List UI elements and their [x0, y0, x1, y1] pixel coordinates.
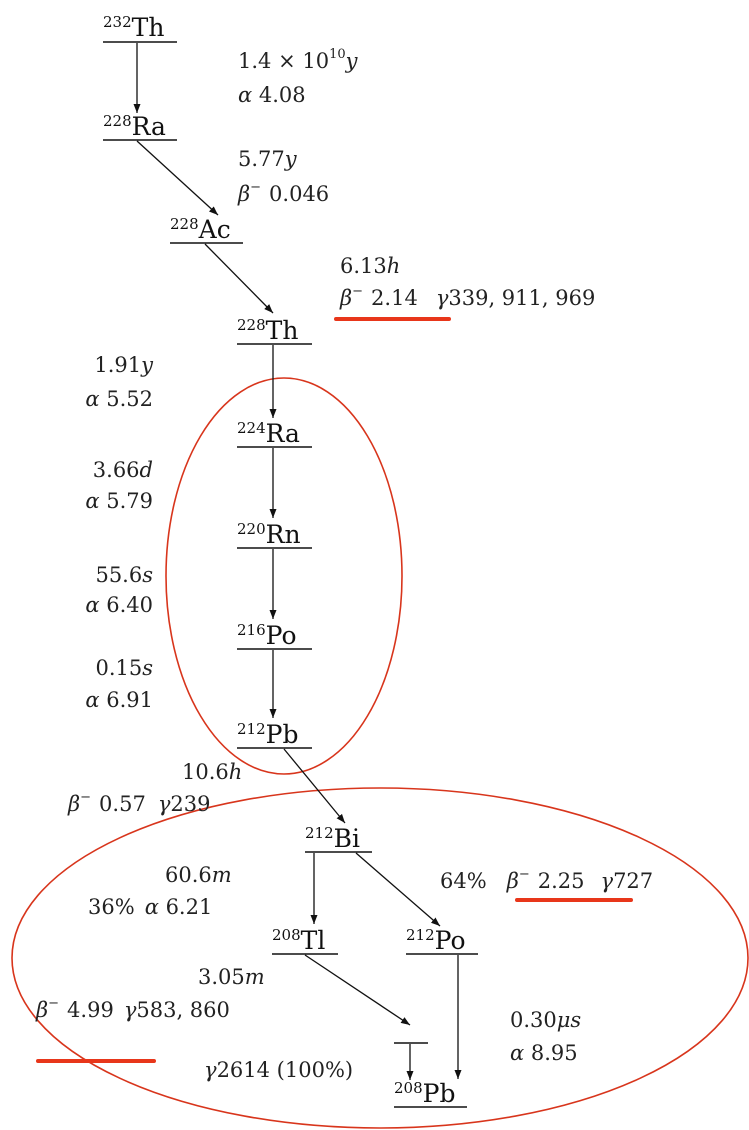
halflife-tl208: 3.05m [198, 965, 265, 989]
arrow-bi212-po212 [355, 852, 441, 927]
halflife-th228: 1.91y [94, 353, 154, 377]
halflife-ac228: 6.13h [340, 254, 400, 278]
arrow-pb212-bi212 [283, 748, 346, 824]
arrow-tl208-excited [304, 954, 411, 1026]
highlight-ellipse-upper [165, 377, 403, 775]
decay-rn220: α 6.40 [85, 593, 153, 617]
nuclide-ra228: 228Ra [103, 112, 166, 141]
halflife-bi212: 60.6m [165, 863, 232, 887]
nuclide-po212: 212Po [406, 926, 466, 955]
nuclide-pb212: 212Pb [237, 720, 298, 749]
nuclide-po216: 216Po [237, 621, 297, 650]
halflife-ra228: 5.77y [238, 147, 298, 171]
decay-th232: α 4.08 [238, 83, 306, 107]
nuclide-pb208: 208Pb [394, 1079, 455, 1108]
decay-po216: α 6.91 [85, 688, 153, 712]
nuclide-th228: 228Th [237, 316, 298, 345]
halflife-ra224: 3.66d [93, 458, 153, 482]
nuclide-th232: 232Th [103, 13, 164, 42]
decay-po212: α 8.95 [510, 1041, 578, 1065]
arrow-ra228-ac228 [136, 140, 219, 216]
nuclide-ac228: 228Ac [170, 215, 231, 244]
halflife-rn220: 55.6s [95, 563, 153, 587]
nuclide-bi212: 212Bi [305, 824, 360, 853]
nuclide-tl208: 208Tl [272, 926, 325, 955]
decay-ra224: α 5.79 [85, 489, 153, 513]
decay-bi212-alpha: 36%α 6.21 [88, 895, 212, 919]
decay-ra228: β−0.046 [237, 180, 329, 206]
arrow-ac228-th228 [204, 243, 274, 314]
decay-th228: α 5.52 [85, 387, 153, 411]
nuclide-rn220: 220Rn [237, 520, 301, 549]
halflife-po216: 0.15s [95, 656, 153, 680]
nuclide-ra224: 224Ra [237, 419, 300, 448]
halflife-po212: 0.30μs [510, 1008, 581, 1032]
gamma-tl208-excited: γ2614 (100%) [204, 1058, 353, 1082]
halflife-th232: 1.4 × 1010y [238, 47, 359, 73]
highlight-ellipse-lower [11, 787, 749, 1129]
halflife-pb212: 10.6h [182, 760, 242, 784]
